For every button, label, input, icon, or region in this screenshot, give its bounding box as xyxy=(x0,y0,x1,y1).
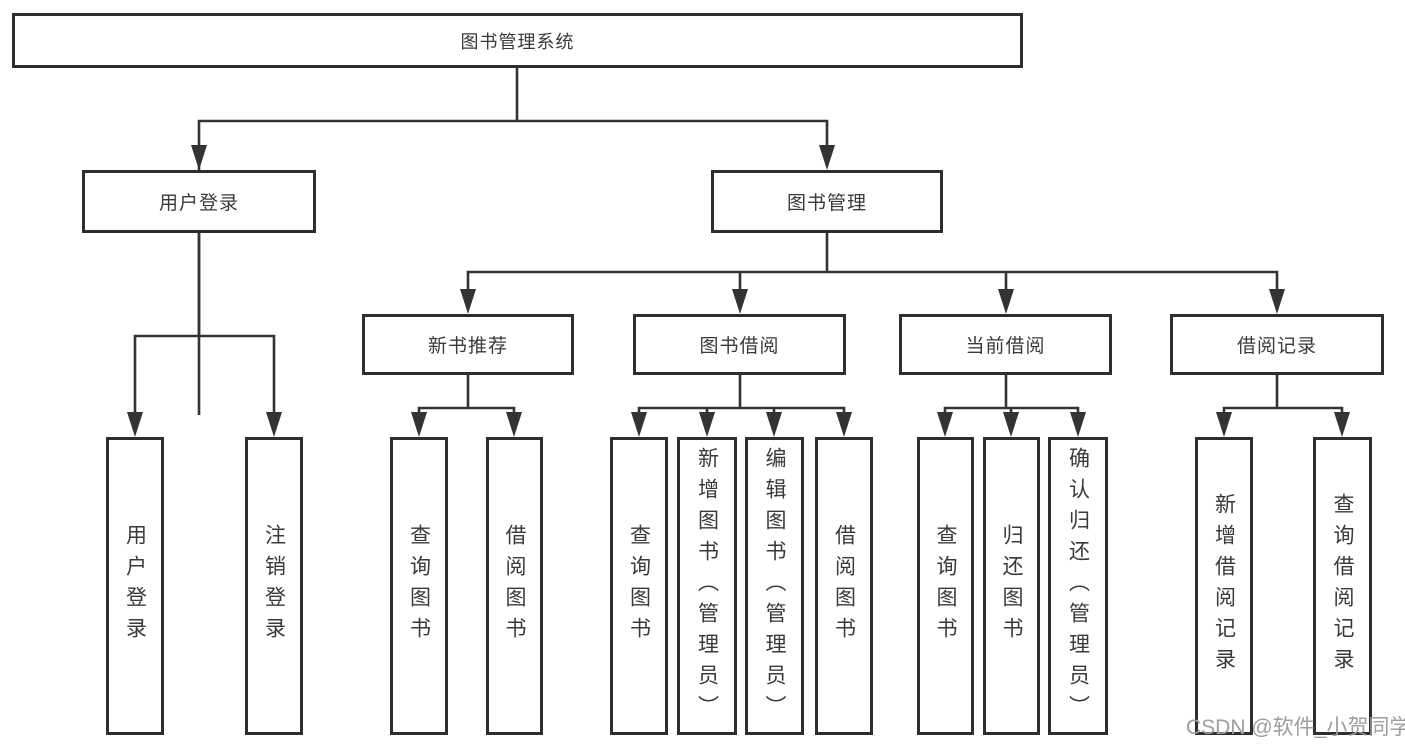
leaf-record-query-label: 查询借阅记录 xyxy=(1331,493,1354,679)
leaf-current-return-books-label: 归还图书 xyxy=(1000,524,1023,648)
leaf-user-login: 用户登录 xyxy=(106,437,164,735)
node-book-borrow: 图书借阅 xyxy=(633,314,846,375)
connector-borrow-record-to-leaves xyxy=(1216,375,1350,437)
watermark: CSDN @软件_小贺同学 xyxy=(1186,716,1405,739)
node-new-book-recommend-label: 新书推荐 xyxy=(427,336,508,357)
connector-root-to-level2 xyxy=(191,68,835,415)
leaf-current-return-books: 归还图书 xyxy=(983,437,1040,735)
leaf-record-add: 新增借阅记录 xyxy=(1195,437,1253,735)
leaf-user-login-label: 用户登录 xyxy=(123,524,147,648)
node-current-borrow-label: 当前借阅 xyxy=(965,336,1046,357)
leaf-current-confirm-return-admin-label: 确认归还（管理员） xyxy=(1066,446,1090,726)
connector-new-book-recommend-to-leaves xyxy=(411,375,522,437)
node-root-label: 图书管理系统 xyxy=(460,31,575,52)
node-user-login-label: 用户登录 xyxy=(158,193,239,214)
leaf-logout: 注销登录 xyxy=(245,437,303,735)
leaf-current-query-books: 查询图书 xyxy=(917,437,974,735)
connector-book-borrow-to-leaves xyxy=(631,375,852,437)
connector-current-borrow-to-leaves xyxy=(937,375,1086,437)
node-root: 图书管理系统 xyxy=(12,13,1023,68)
leaf-borrow-add-books-admin: 新增图书（管理员） xyxy=(677,437,737,735)
connector-user-login-to-leaves xyxy=(127,233,282,437)
leaf-borrow-borrow-books: 借阅图书 xyxy=(815,437,873,735)
leaf-newbook-query-books: 查询图书 xyxy=(390,437,448,735)
node-book-borrow-label: 图书借阅 xyxy=(699,336,780,357)
leaf-logout-label: 注销登录 xyxy=(262,524,286,648)
leaf-borrow-borrow-books-label: 借阅图书 xyxy=(832,524,856,648)
leaf-newbook-query-books-label: 查询图书 xyxy=(407,524,431,648)
leaf-borrow-query-books-label: 查询图书 xyxy=(627,524,651,648)
node-borrow-record: 借阅记录 xyxy=(1170,314,1384,375)
node-book-management-label: 图书管理 xyxy=(786,193,867,214)
connector-book-management-to-level3 xyxy=(460,233,1285,314)
node-user-login: 用户登录 xyxy=(82,170,316,233)
leaf-record-query: 查询借阅记录 xyxy=(1313,437,1372,735)
node-current-borrow: 当前借阅 xyxy=(899,314,1112,375)
leaf-current-confirm-return-admin: 确认归还（管理员） xyxy=(1048,437,1108,735)
leaf-borrow-edit-books-admin: 编辑图书（管理员） xyxy=(745,437,804,735)
node-book-management: 图书管理 xyxy=(711,170,943,233)
leaf-record-add-label: 新增借阅记录 xyxy=(1212,493,1236,679)
leaf-newbook-borrow-books-label: 借阅图书 xyxy=(503,524,526,648)
leaf-borrow-edit-books-admin-label: 编辑图书（管理员） xyxy=(763,446,786,726)
node-new-book-recommend: 新书推荐 xyxy=(362,314,574,375)
leaf-current-query-books-label: 查询图书 xyxy=(934,524,957,648)
leaf-borrow-add-books-admin-label: 新增图书（管理员） xyxy=(695,446,719,726)
node-borrow-record-label: 借阅记录 xyxy=(1236,336,1317,357)
leaf-newbook-borrow-books: 借阅图书 xyxy=(486,437,543,735)
leaf-borrow-query-books: 查询图书 xyxy=(610,437,668,735)
